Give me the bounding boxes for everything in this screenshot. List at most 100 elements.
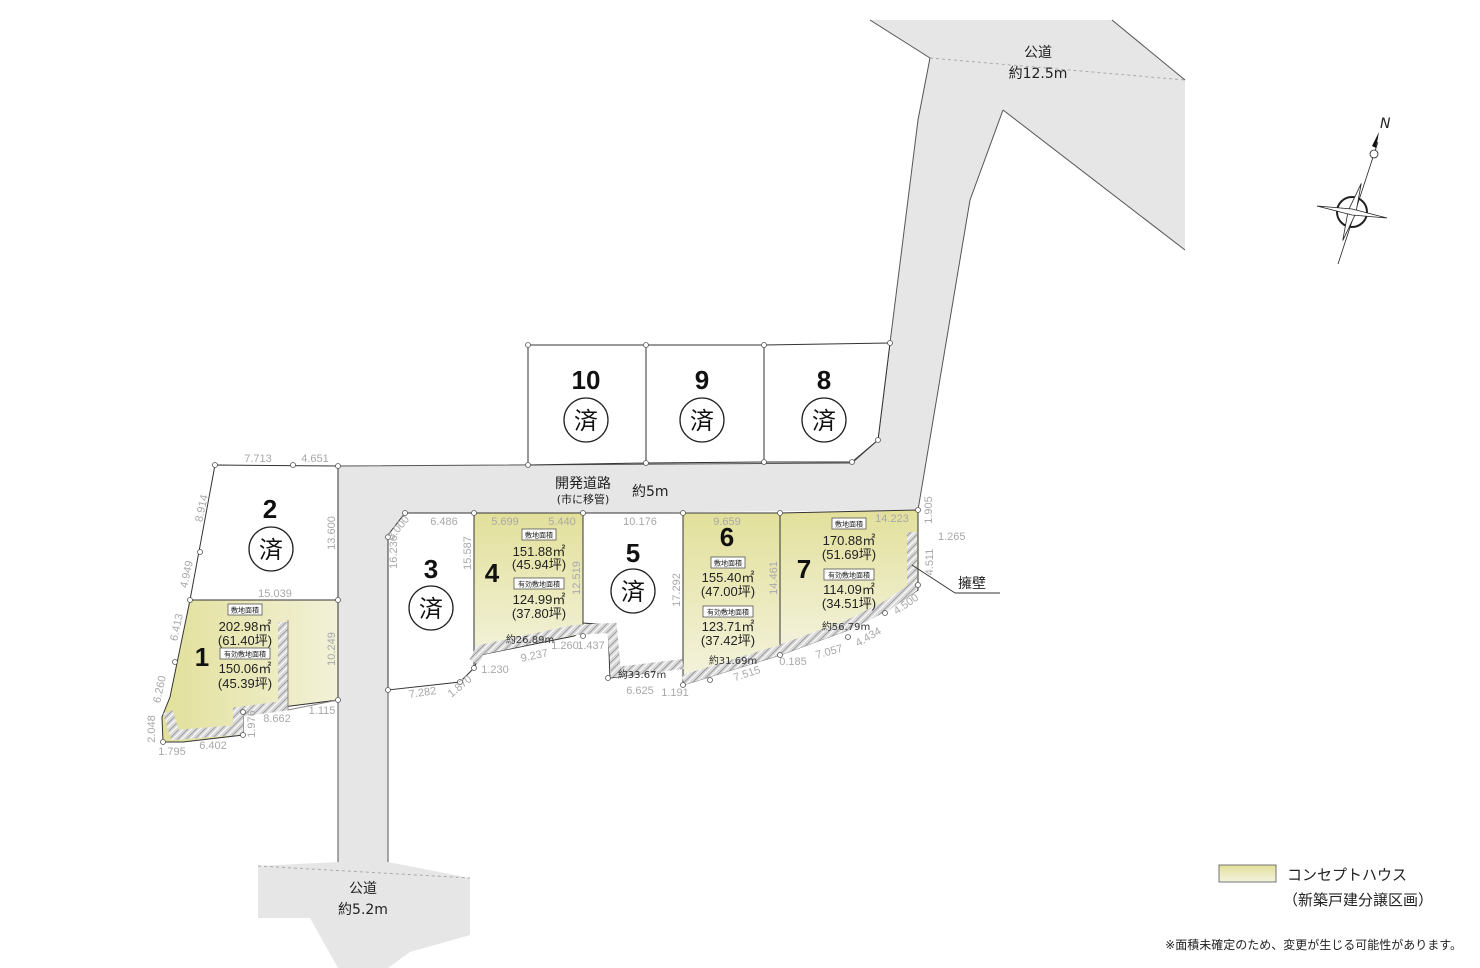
svg-text:124.99㎡: 124.99㎡ bbox=[513, 592, 566, 607]
svg-text:済: 済 bbox=[690, 407, 714, 435]
svg-text:約31.69m: 約31.69m bbox=[709, 654, 757, 667]
svg-text:有効敷地面積: 有効敷地面積 bbox=[828, 571, 870, 580]
svg-text:155.40㎡: 155.40㎡ bbox=[702, 570, 755, 585]
svg-text:有効敷地面積: 有効敷地面積 bbox=[518, 580, 560, 589]
svg-text:1.976: 1.976 bbox=[246, 710, 258, 738]
svg-text:7.713: 7.713 bbox=[244, 453, 272, 465]
lot-number: 7 bbox=[797, 554, 811, 584]
svg-text:2.048: 2.048 bbox=[146, 715, 158, 743]
svg-text:14.223: 14.223 bbox=[875, 513, 909, 525]
svg-text:150.06㎡: 150.06㎡ bbox=[219, 661, 272, 676]
svg-text:約56.79m: 約56.79m bbox=[822, 620, 870, 633]
top-public-road-width: 約12.5m bbox=[1009, 66, 1068, 82]
sold-badge: 済 bbox=[248, 526, 294, 572]
svg-text:123.71㎡: 123.71㎡ bbox=[702, 619, 755, 634]
development-road-name: 開発道路 bbox=[555, 476, 611, 492]
svg-text:170.88㎡: 170.88㎡ bbox=[823, 533, 876, 548]
retaining-wall-label: 擁壁 bbox=[958, 576, 986, 592]
svg-text:(61.40坪): (61.40坪) bbox=[218, 633, 272, 648]
svg-text:(45.94坪): (45.94坪) bbox=[512, 557, 566, 572]
north-compass-icon: N bbox=[1316, 116, 1391, 265]
svg-text:5.440: 5.440 bbox=[548, 516, 576, 528]
svg-text:202.98㎡: 202.98㎡ bbox=[219, 619, 272, 634]
lot-number: 10 bbox=[572, 365, 601, 395]
svg-text:敷地面積: 敷地面積 bbox=[231, 606, 259, 615]
svg-text:151.88㎡: 151.88㎡ bbox=[513, 544, 566, 559]
bottom-public-road-name: 公道 bbox=[349, 881, 377, 897]
svg-text:済: 済 bbox=[419, 595, 443, 623]
svg-text:1.795: 1.795 bbox=[158, 746, 186, 758]
lot-6-area-info: 敷地面積 155.40㎡ (47.00坪) 有効敷地面積 123.71㎡ (37… bbox=[701, 556, 755, 648]
lot-7-area-info: 敷地面積 170.88㎡ (51.69坪) 有効敷地面積 114.09㎡ (34… bbox=[822, 517, 876, 611]
footnote: ※面積未確定のため、変更が生じる可能性があります。 bbox=[1165, 937, 1462, 952]
retaining-walls bbox=[163, 532, 917, 741]
svg-text:敷地面積: 敷地面積 bbox=[835, 520, 863, 529]
svg-text:1.265: 1.265 bbox=[938, 531, 966, 543]
lot-number: 5 bbox=[626, 538, 640, 568]
svg-text:有効敷地面積: 有効敷地面積 bbox=[707, 608, 749, 617]
svg-text:10.249: 10.249 bbox=[326, 632, 338, 666]
svg-text:0.185: 0.185 bbox=[779, 656, 807, 668]
lot-number: 1 bbox=[195, 642, 209, 672]
development-road-note: (市に移管) bbox=[557, 492, 610, 506]
svg-text:6.486: 6.486 bbox=[430, 516, 458, 528]
development-road-width: 約5m bbox=[632, 484, 669, 500]
top-public-road bbox=[870, 20, 1185, 250]
svg-text:1.191: 1.191 bbox=[661, 687, 689, 699]
svg-text:8.662: 8.662 bbox=[263, 713, 291, 725]
bottom-public-road-width: 約5.2m bbox=[338, 902, 388, 918]
svg-text:1.260: 1.260 bbox=[551, 640, 579, 652]
svg-text:済: 済 bbox=[621, 578, 645, 606]
lot-number: 9 bbox=[695, 365, 709, 395]
lot-number: 4 bbox=[485, 558, 500, 588]
svg-text:(51.69坪): (51.69坪) bbox=[822, 547, 876, 562]
svg-text:16.236: 16.236 bbox=[388, 535, 400, 569]
svg-text:1.905: 1.905 bbox=[923, 496, 935, 524]
wall-length-labels: 約26.89m 約33.67m 約31.69m 約56.79m bbox=[506, 620, 870, 681]
svg-text:12.519: 12.519 bbox=[571, 561, 583, 595]
lot-number: 8 bbox=[817, 365, 831, 395]
svg-text:15.587: 15.587 bbox=[462, 536, 474, 570]
svg-text:7.057: 7.057 bbox=[814, 643, 844, 662]
svg-text:13.600: 13.600 bbox=[326, 516, 338, 550]
lot-4-area-info: 敷地面積 151.88㎡ (45.94坪) 有効敷地面積 124.99㎡ (37… bbox=[512, 528, 566, 621]
svg-text:敷地面積: 敷地面積 bbox=[714, 559, 742, 568]
roads bbox=[257, 19, 1186, 968]
svg-text:10.176: 10.176 bbox=[623, 516, 657, 528]
lot-1-area-info: 敷地面積 202.98㎡ (61.40坪) 有効敷地面積 150.06㎡ (45… bbox=[218, 603, 272, 691]
svg-text:済: 済 bbox=[259, 536, 283, 564]
svg-text:有効敷地面積: 有効敷地面積 bbox=[224, 650, 266, 659]
svg-text:(37.80坪): (37.80坪) bbox=[512, 606, 566, 621]
svg-text:済: 済 bbox=[574, 407, 598, 435]
legend-label: コンセプトハウス bbox=[1287, 866, 1407, 884]
svg-text:15.039: 15.039 bbox=[258, 588, 292, 600]
compass-north-label: N bbox=[1380, 116, 1391, 132]
svg-text:約26.89m: 約26.89m bbox=[506, 633, 554, 646]
svg-text:4.511: 4.511 bbox=[924, 549, 936, 576]
legend: コンセプトハウス （新築戸建分譲区画） bbox=[1218, 864, 1433, 909]
svg-text:8.914: 8.914 bbox=[193, 494, 210, 523]
svg-text:敷地面積: 敷地面積 bbox=[525, 531, 553, 540]
svg-text:14.461: 14.461 bbox=[768, 561, 780, 595]
lot-1[interactable] bbox=[161, 599, 339, 743]
svg-text:1.115: 1.115 bbox=[309, 705, 336, 717]
svg-text:(34.51坪): (34.51坪) bbox=[822, 596, 876, 611]
legend-sublabel: （新築戸建分譲区画） bbox=[1283, 891, 1433, 909]
svg-text:9.237: 9.237 bbox=[520, 647, 549, 664]
svg-text:(45.39坪): (45.39坪) bbox=[218, 676, 272, 691]
svg-text:6.402: 6.402 bbox=[199, 740, 227, 752]
svg-text:1.230: 1.230 bbox=[481, 664, 509, 676]
sold-marks: 済 済 済 済 済 済 bbox=[248, 397, 847, 631]
svg-text:17.292: 17.292 bbox=[671, 573, 683, 607]
svg-text:済: 済 bbox=[812, 407, 836, 435]
development-road bbox=[338, 58, 1003, 870]
svg-text:6.625: 6.625 bbox=[626, 685, 654, 697]
svg-text:(37.42坪): (37.42坪) bbox=[701, 633, 755, 648]
lot-number: 3 bbox=[424, 554, 438, 584]
lot-labels: 1 2 3 4 5 6 7 8 9 10 bbox=[195, 365, 831, 672]
boundary-points bbox=[160, 340, 921, 745]
svg-text:5.699: 5.699 bbox=[491, 516, 519, 528]
lot-number: 2 bbox=[263, 494, 277, 524]
svg-text:4.651: 4.651 bbox=[301, 453, 329, 465]
lot-number: 6 bbox=[720, 522, 734, 552]
